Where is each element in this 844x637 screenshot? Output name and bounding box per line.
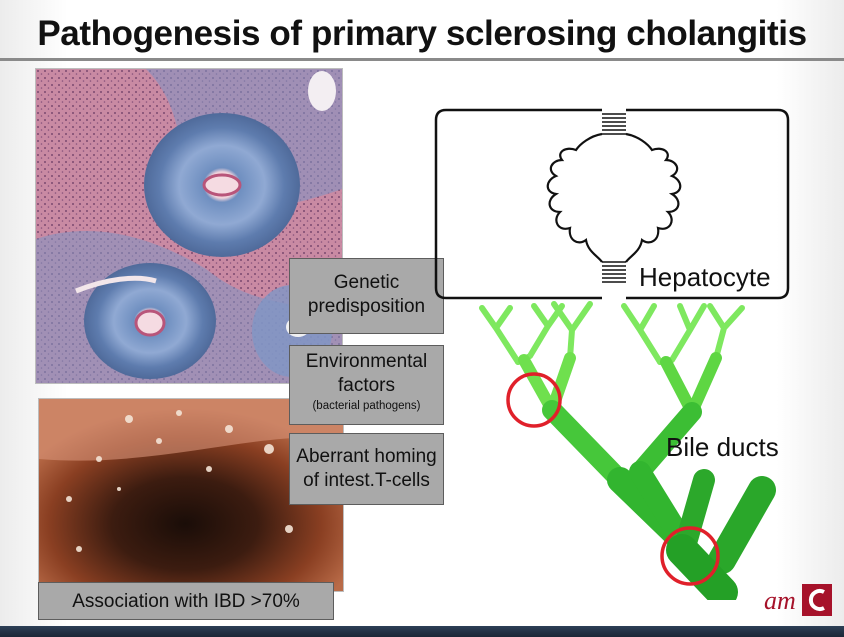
environmental-factors-box: Environmental factors (bacterial pathoge… bbox=[289, 345, 444, 425]
endoscopy-image bbox=[38, 398, 344, 592]
slide-title: Pathogenesis of primary sclerosing chola… bbox=[37, 14, 807, 53]
logo-text: am bbox=[764, 586, 796, 615]
environmental-factors-label: Environmental factors bbox=[305, 351, 428, 396]
bacterial-pathogens-note: (bacterial pathogens) bbox=[312, 400, 421, 412]
lesion-circle-lower bbox=[660, 526, 720, 586]
bile-canaliculus bbox=[546, 132, 682, 263]
aberrant-homing-box: Aberrant homing of intest.T-cells bbox=[289, 433, 444, 505]
title-divider bbox=[0, 58, 844, 61]
bile-duct-tree bbox=[479, 301, 776, 600]
histology-image bbox=[35, 68, 343, 384]
left-hepatocyte-outline bbox=[434, 108, 602, 300]
logo-mark-icon bbox=[802, 584, 832, 616]
small-ducts bbox=[479, 301, 745, 365]
amc-logo: am bbox=[764, 584, 832, 620]
genetic-predisposition-box: Genetic predisposition bbox=[289, 258, 444, 334]
hepatocyte-diagram bbox=[434, 108, 790, 300]
tight-junction-bottom bbox=[602, 261, 626, 283]
large-ducts bbox=[542, 400, 776, 600]
bile-ducts-label: Bile ducts bbox=[666, 432, 779, 462]
ibd-association-box: Association with IBD >70% bbox=[38, 582, 334, 620]
hepatocyte-label: Hepatocyte bbox=[636, 262, 774, 293]
bottom-bar bbox=[0, 626, 844, 637]
tight-junction-top bbox=[602, 113, 626, 135]
lesion-circle-upper bbox=[506, 372, 562, 428]
right-hepatocyte-outline bbox=[626, 108, 790, 300]
